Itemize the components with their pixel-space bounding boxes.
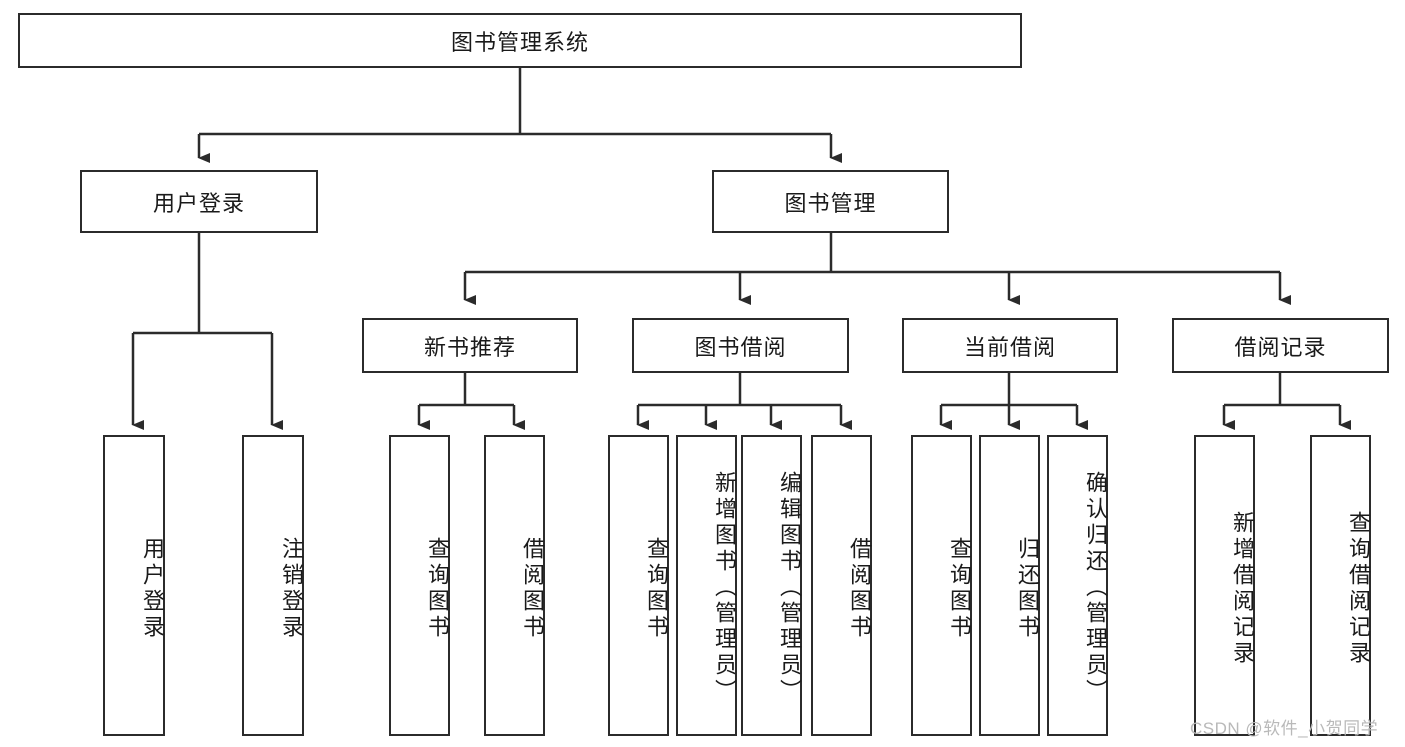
node-label: 确认归还（管理员）	[1083, 470, 1108, 705]
node-label: 查询图书	[947, 536, 972, 641]
node-label: 查询图书	[644, 536, 669, 641]
node-label: 新书推荐	[423, 334, 516, 360]
node-root-book-management-system[interactable]: 图书管理系统	[18, 13, 1022, 68]
node-label: 用户登录	[140, 536, 165, 641]
node-user-login[interactable]: 用户登录	[80, 170, 318, 233]
leaf-user-login-logout[interactable]: 注销登录	[242, 435, 304, 736]
node-label: 借阅记录	[1234, 334, 1327, 360]
node-label: 图书借阅	[694, 334, 787, 360]
node-book-management[interactable]: 图书管理	[712, 170, 949, 233]
node-borrow-record[interactable]: 借阅记录	[1172, 318, 1389, 373]
node-label: 注销登录	[279, 536, 304, 641]
node-label: 查询图书	[425, 536, 450, 641]
leaf-current-borrow-return-book[interactable]: 归还图书	[979, 435, 1040, 736]
node-label: 新增借阅记录	[1230, 510, 1255, 667]
leaf-book-borrow-add-book-admin[interactable]: 新增图书（管理员）	[676, 435, 737, 736]
node-label: 归还图书	[1015, 536, 1040, 641]
leaf-new-book-query-book[interactable]: 查询图书	[389, 435, 450, 736]
node-new-book-recommend[interactable]: 新书推荐	[362, 318, 578, 373]
node-label: 图书管理系统	[450, 29, 589, 55]
node-label: 当前借阅	[963, 334, 1056, 360]
leaf-book-borrow-borrow-book[interactable]: 借阅图书	[811, 435, 872, 736]
node-label: 新增图书（管理员）	[712, 470, 737, 705]
leaf-book-borrow-query-book[interactable]: 查询图书	[608, 435, 669, 736]
csdn-watermark: CSDN @软件_小贺同学	[1190, 719, 1379, 738]
leaf-new-book-borrow-book[interactable]: 借阅图书	[484, 435, 545, 736]
leaf-borrow-record-add-record[interactable]: 新增借阅记录	[1194, 435, 1255, 736]
leaf-current-borrow-confirm-return-admin[interactable]: 确认归还（管理员）	[1047, 435, 1108, 736]
leaf-current-borrow-query-book[interactable]: 查询图书	[911, 435, 972, 736]
node-label: 编辑图书（管理员）	[777, 470, 802, 705]
node-book-borrow[interactable]: 图书借阅	[632, 318, 849, 373]
node-label: 用户登录	[152, 190, 245, 216]
node-label: 借阅图书	[847, 536, 872, 641]
node-current-borrow[interactable]: 当前借阅	[902, 318, 1118, 373]
node-label: 图书管理	[784, 190, 877, 216]
leaf-book-borrow-edit-book-admin[interactable]: 编辑图书（管理员）	[741, 435, 802, 736]
leaf-user-login-login[interactable]: 用户登录	[103, 435, 165, 736]
node-label: 借阅图书	[520, 536, 545, 641]
node-label: 查询借阅记录	[1346, 510, 1371, 667]
leaf-borrow-record-query-record[interactable]: 查询借阅记录	[1310, 435, 1371, 736]
